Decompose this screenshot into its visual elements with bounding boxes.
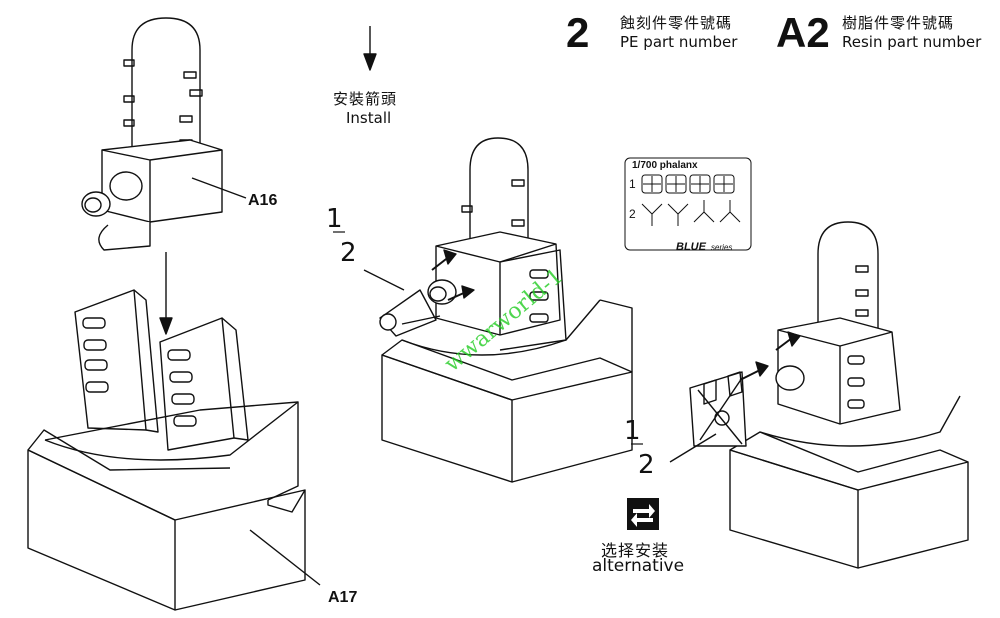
resin-legend-en: Resin part number [842, 33, 982, 51]
fraction-2-row: 1 [624, 416, 641, 446]
part-label-a17: A17 [328, 589, 358, 606]
pe-legend-cn: 蝕刻件零件號碼 [620, 14, 733, 32]
pe-sheet-row-1: 1 [629, 177, 636, 191]
part-a17-drawing [27, 289, 321, 611]
alternative-label-en: alternative [592, 556, 685, 576]
pe-sheet-title: 1/700 phalanx [632, 160, 698, 171]
resin-number-sample: A2 [776, 9, 830, 56]
resin-legend-cn: 樹脂件零件號碼 [842, 14, 955, 32]
install-label-en: Install [346, 109, 392, 127]
alternative-label-cn: 选择安装 [601, 541, 670, 560]
part-label-a16: A16 [248, 192, 278, 209]
fraction-1-col: 2 [340, 238, 357, 268]
pe-number-sample: 2 [566, 9, 590, 56]
part-a16-drawing [81, 17, 247, 251]
pe-sheet-brand-suffix: series [711, 243, 733, 252]
pe-sheet-brand-name: BLUE [676, 241, 706, 253]
fraction-2-col: 2 [638, 450, 655, 480]
assembly-step-pe-drawing [363, 26, 633, 483]
swap-arrows-icon [627, 498, 659, 530]
assembly-step-alternative-drawing [669, 221, 969, 569]
pe-sheet-brand: BLUE series [676, 235, 732, 254]
fraction-1-row: 1 [326, 204, 343, 234]
pe-sheet-frame [624, 157, 752, 251]
pe-sheet-row-2: 2 [629, 207, 636, 221]
pe-sheet-parts [641, 174, 741, 226]
pe-legend-en: PE part number [620, 33, 738, 51]
install-label-cn: 安裝箭頭 [333, 90, 398, 108]
